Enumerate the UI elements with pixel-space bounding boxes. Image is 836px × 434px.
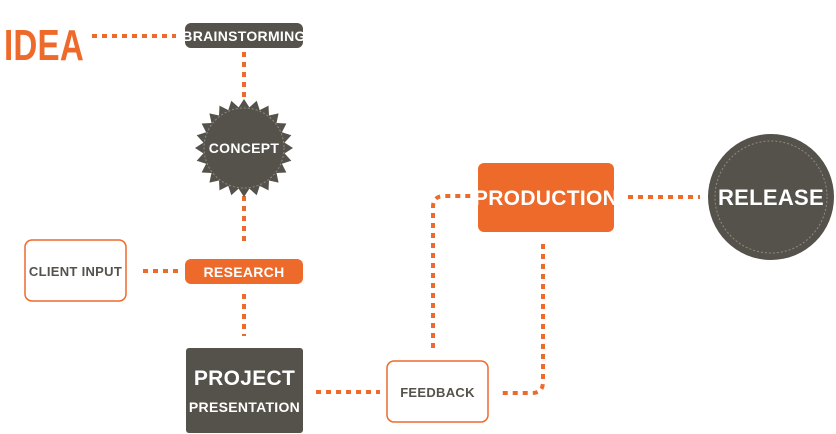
release-node: RELEASE bbox=[708, 134, 834, 260]
feedback-node: FEEDBACK bbox=[386, 360, 489, 423]
research-box bbox=[185, 259, 303, 284]
brainstorming-label: BRAINSTORMING bbox=[182, 28, 305, 44]
project-label: PROJECT bbox=[194, 367, 295, 390]
release-circle bbox=[708, 134, 834, 260]
brainstorming-node: BRAINSTORMING bbox=[182, 23, 305, 48]
production-label: PRODUCTION bbox=[474, 187, 618, 210]
client-input-box bbox=[24, 239, 127, 302]
production-box bbox=[478, 163, 614, 232]
connector-production-feedback-back bbox=[502, 244, 545, 395]
concept-node: CONCEPT bbox=[195, 99, 293, 197]
project-presentation-box bbox=[186, 348, 303, 433]
idea-title: IDEA bbox=[4, 21, 84, 70]
concept-seal bbox=[195, 99, 293, 197]
release-inner-ring bbox=[714, 140, 828, 254]
concept-inner-ring bbox=[203, 107, 285, 189]
connector-feedback-production-up bbox=[431, 194, 472, 348]
client-input-label: CLIENT INPUT bbox=[29, 264, 122, 279]
brainstorming-box bbox=[185, 23, 303, 48]
research-label: RESEARCH bbox=[204, 264, 285, 280]
release-label: RELEASE bbox=[718, 185, 824, 210]
research-node: RESEARCH bbox=[185, 259, 303, 284]
feedback-label: FEEDBACK bbox=[400, 385, 475, 400]
client-input-node: CLIENT INPUT bbox=[24, 239, 127, 302]
feedback-box bbox=[386, 360, 489, 423]
presentation-label: PRESENTATION bbox=[189, 399, 300, 415]
connectors bbox=[92, 34, 700, 395]
production-node: PRODUCTION bbox=[474, 163, 618, 232]
concept-label: CONCEPT bbox=[209, 140, 280, 156]
project-presentation-node: PROJECT PRESENTATION bbox=[186, 348, 303, 433]
